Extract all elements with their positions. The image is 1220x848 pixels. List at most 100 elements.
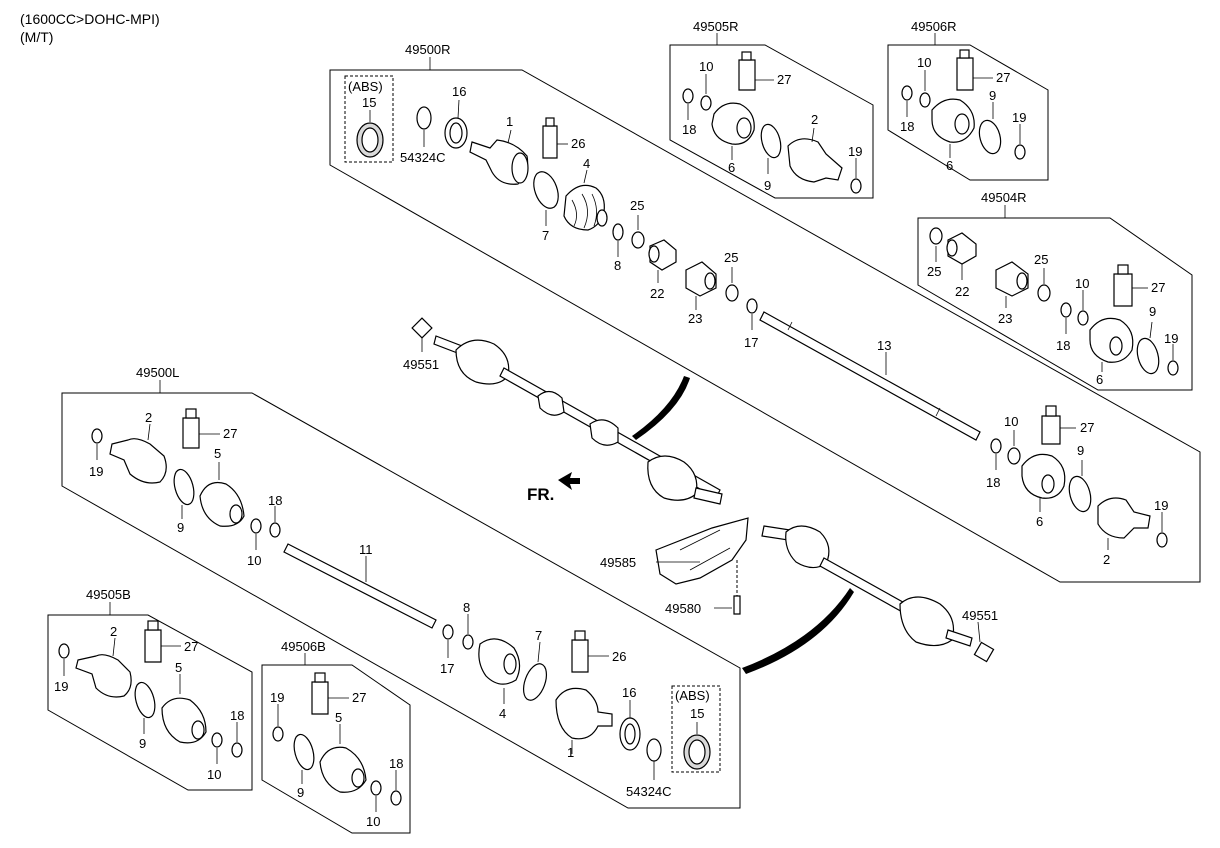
part-label-19-504R[interactable]: 19 (1164, 331, 1178, 346)
center-bearing-bracket-icon[interactable] (655, 517, 749, 585)
boot-band-icon[interactable] (1066, 474, 1095, 514)
snap-ring-icon[interactable] (850, 178, 862, 194)
damper-clamp-icon[interactable] (725, 284, 739, 302)
bolt-icon[interactable] (733, 595, 741, 615)
circlip-icon[interactable] (1060, 302, 1072, 318)
circlip-icon[interactable] (746, 298, 758, 314)
part-label-49551-bottom[interactable]: 49551 (962, 608, 998, 623)
circlip-icon[interactable] (442, 624, 454, 640)
part-label-9-506B[interactable]: 9 (297, 785, 304, 800)
part-label-10-506R[interactable]: 10 (917, 55, 931, 70)
part-label-25-504R-b[interactable]: 25 (1034, 252, 1048, 267)
outer-cv-joint-icon[interactable] (555, 687, 613, 740)
hub-nut-icon[interactable] (411, 317, 433, 339)
part-label-11[interactable]: 11 (359, 542, 373, 557)
part-label-5-506B[interactable]: 5 (335, 710, 342, 725)
group-label-49506R[interactable]: 49506R (911, 19, 957, 34)
part-label-27-r[interactable]: 27 (1080, 420, 1094, 435)
part-label-22-r[interactable]: 22 (650, 286, 664, 301)
group-label-49500R[interactable]: 49500R (405, 42, 451, 57)
clamp-icon[interactable] (211, 732, 223, 748)
inner-joint-housing-icon[interactable] (787, 138, 843, 183)
part-label-6-r[interactable]: 6 (1036, 514, 1043, 529)
boot-band-icon[interactable] (171, 467, 198, 506)
group-label-49505R[interactable]: 49505R (693, 19, 739, 34)
snap-ring-icon[interactable] (58, 643, 70, 659)
part-label-8-L[interactable]: 8 (463, 600, 470, 615)
part-label-27-L[interactable]: 27 (223, 426, 237, 441)
inner-joint-housing-icon[interactable] (75, 654, 132, 698)
boot-band-icon[interactable] (529, 168, 563, 211)
snap-ring-icon[interactable] (272, 726, 284, 742)
group-label-49504R[interactable]: 49504R (981, 190, 1027, 205)
part-label-26-L[interactable]: 26 (612, 649, 626, 664)
grease-tube-icon[interactable] (956, 57, 974, 91)
grease-tube-icon[interactable] (1041, 415, 1061, 445)
part-label-27-506R[interactable]: 27 (996, 70, 1010, 85)
part-label-2-L[interactable]: 2 (145, 410, 152, 425)
snap-ring-icon[interactable] (1156, 532, 1168, 548)
boot-band-icon[interactable] (519, 661, 551, 704)
part-label-18-504R[interactable]: 18 (1056, 338, 1070, 353)
damper-clamp-icon[interactable] (1037, 284, 1051, 302)
part-label-18-506B[interactable]: 18 (389, 756, 403, 771)
grease-tube-icon[interactable] (542, 125, 558, 159)
part-label-17-r[interactable]: 17 (744, 335, 758, 350)
part-label-6-504R[interactable]: 6 (1096, 372, 1103, 387)
damper-clamp-icon[interactable] (631, 231, 645, 249)
part-label-15-L[interactable]: 15 (690, 706, 704, 721)
circlip-icon[interactable] (682, 88, 694, 104)
left-driveshaft-assembly-icon[interactable] (761, 525, 973, 647)
circlip-icon[interactable] (390, 790, 402, 806)
part-label-6-505R[interactable]: 6 (728, 160, 735, 175)
group-label-49506B[interactable]: 49506B (281, 639, 326, 654)
snap-ring-icon[interactable] (91, 428, 103, 444)
part-label-1-L[interactable]: 1 (567, 745, 574, 760)
part-label-18-L[interactable]: 18 (268, 493, 282, 508)
right-driveshaft-assembly-icon[interactable] (433, 335, 723, 505)
part-label-19-505R[interactable]: 19 (848, 144, 862, 159)
grease-tube-icon[interactable] (144, 629, 162, 663)
part-label-19-506R[interactable]: 19 (1012, 110, 1026, 125)
part-label-10-L[interactable]: 10 (247, 553, 261, 568)
part-label-4-r[interactable]: 4 (583, 156, 590, 171)
part-label-2-505B[interactable]: 2 (110, 624, 117, 639)
part-label-17-L[interactable]: 17 (440, 661, 454, 676)
circlip-icon[interactable] (269, 522, 281, 538)
part-label-18-506R[interactable]: 18 (900, 119, 914, 134)
part-label-19-506B[interactable]: 19 (270, 690, 284, 705)
part-label-10-505R[interactable]: 10 (699, 59, 713, 74)
part-label-13[interactable]: 13 (877, 338, 891, 353)
part-label-23-504R[interactable]: 23 (998, 311, 1012, 326)
circlip-icon[interactable] (901, 85, 913, 101)
damper-clamp-icon[interactable] (929, 227, 943, 245)
hub-nut-icon[interactable] (973, 641, 995, 663)
part-label-9-506R[interactable]: 9 (989, 88, 996, 103)
grease-tube-icon[interactable] (738, 59, 756, 91)
clamp-icon[interactable] (370, 780, 382, 796)
part-label-9-r[interactable]: 9 (1077, 443, 1084, 458)
part-label-27-504R[interactable]: 27 (1151, 280, 1165, 295)
part-label-27-506B[interactable]: 27 (352, 690, 366, 705)
part-label-2-r[interactable]: 2 (1103, 552, 1110, 567)
part-label-25-r1[interactable]: 25 (630, 198, 644, 213)
part-label-49551-top[interactable]: 49551 (403, 357, 439, 372)
clamp-icon[interactable] (1077, 310, 1089, 326)
clamp-icon[interactable] (700, 95, 712, 111)
boot-band-icon[interactable] (758, 122, 784, 160)
part-label-6-506R[interactable]: 6 (946, 158, 953, 173)
circlip-icon[interactable] (231, 742, 243, 758)
part-label-16-r[interactable]: 16 (452, 84, 466, 99)
part-label-19-L[interactable]: 19 (89, 464, 103, 479)
part-label-7-L[interactable]: 7 (535, 628, 542, 643)
part-label-16-L[interactable]: 16 (622, 685, 636, 700)
group-label-49505B[interactable]: 49505B (86, 587, 131, 602)
boot-band-icon[interactable] (132, 680, 159, 719)
part-label-2-505R[interactable]: 2 (811, 112, 818, 127)
part-label-27-505B[interactable]: 27 (184, 639, 198, 654)
part-label-49580[interactable]: 49580 (665, 601, 701, 616)
inner-joint-housing-icon[interactable] (109, 438, 167, 484)
part-label-15-r[interactable]: 15 (362, 95, 376, 110)
part-label-5-505B[interactable]: 5 (175, 660, 182, 675)
part-label-1-r[interactable]: 1 (506, 114, 513, 129)
